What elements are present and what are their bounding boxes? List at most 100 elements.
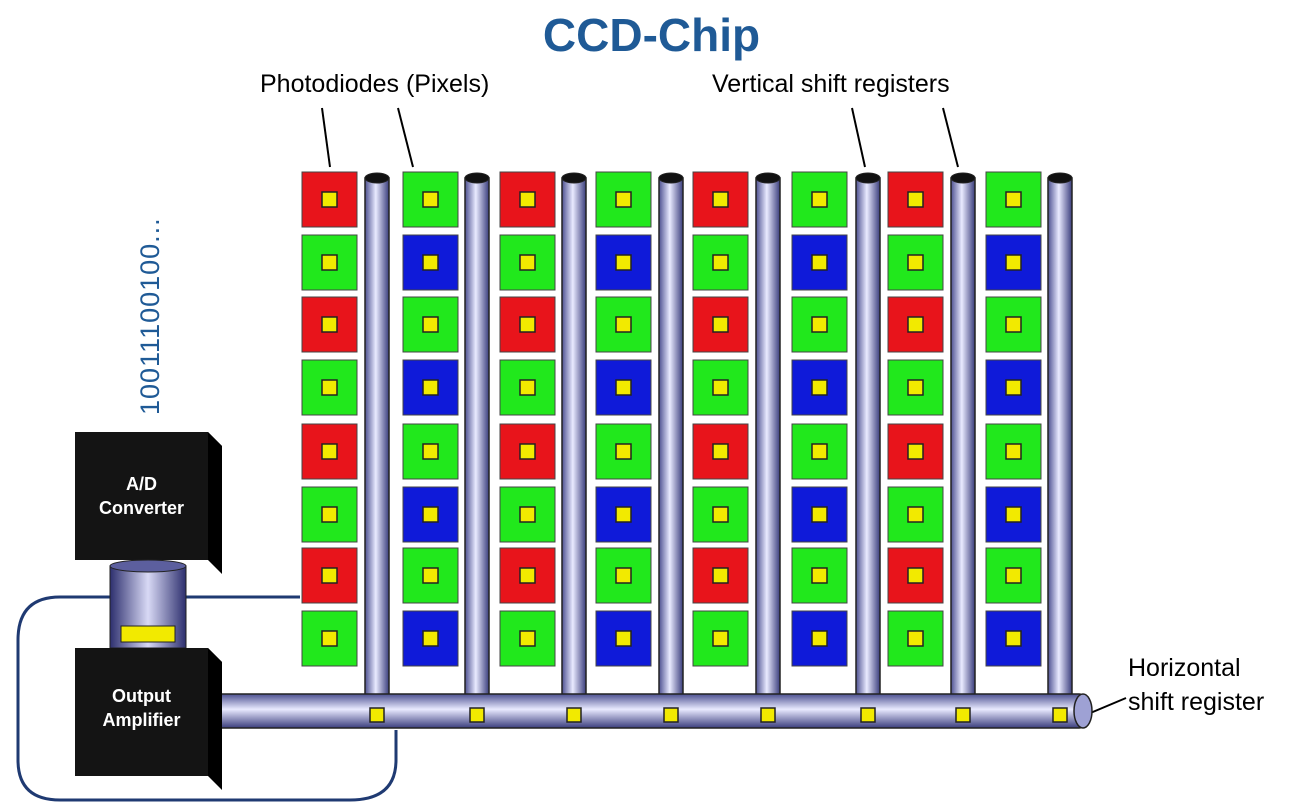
pixel-cell: [692, 171, 749, 228]
pixel-cell: [402, 610, 459, 667]
pixel-cell: [499, 171, 556, 228]
pixel-cell: [692, 547, 749, 604]
output-loop-outline: [16, 595, 398, 802]
pixel-cell: [402, 547, 459, 604]
pixel-cell: [402, 486, 459, 543]
converter-amplifier-connector: [109, 559, 187, 649]
pixel-cell: [402, 359, 459, 416]
photodiodes-label: Photodiodes (Pixels): [260, 70, 490, 98]
vertical-shift-register: [950, 172, 976, 707]
vertical-shift-register: [658, 172, 684, 707]
pixel-cell: [595, 234, 652, 291]
pixel-cell: [887, 296, 944, 353]
pixel-cell: [692, 296, 749, 353]
horizontal-register-pointer: [1087, 697, 1127, 715]
pixel-cell: [791, 234, 848, 291]
pixel-cell: [791, 610, 848, 667]
transfer-gate: [663, 707, 679, 723]
pixel-cell: [985, 171, 1042, 228]
pixel-cell: [301, 359, 358, 416]
vertical-shift-register: [464, 172, 490, 707]
pixel-cell: [692, 423, 749, 480]
pixel-cell: [887, 359, 944, 416]
pixel-cell: [985, 359, 1042, 416]
pixel-cell: [301, 234, 358, 291]
pixel-cell: [692, 359, 749, 416]
pixel-cell: [887, 234, 944, 291]
pixel-cell: [499, 234, 556, 291]
pixel-cell: [402, 296, 459, 353]
pixel-cell: [301, 296, 358, 353]
output-amplifier-label-line1: Output: [112, 686, 171, 706]
pixel-cell: [595, 171, 652, 228]
pixel-grid: [301, 171, 1042, 667]
diagram-title: CCD-Chip: [542, 9, 761, 61]
pixel-cell: [692, 486, 749, 543]
pixel-cell: [791, 547, 848, 604]
photodiode-pointer-1: [321, 107, 331, 168]
pixel-cell: [791, 359, 848, 416]
pixel-cell: [887, 423, 944, 480]
pixel-cell: [499, 296, 556, 353]
pixel-cell: [791, 296, 848, 353]
pixel-cell: [887, 486, 944, 543]
horizontal-shift-register-label-line2: shift register: [1128, 688, 1265, 716]
vertical-shift-registers: [364, 172, 1073, 707]
pixel-cell: [402, 171, 459, 228]
pixel-cell: [985, 296, 1042, 353]
pixel-cell: [791, 171, 848, 228]
pixel-cell: [985, 610, 1042, 667]
vertical-shift-register: [561, 172, 587, 707]
pixel-cell: [985, 234, 1042, 291]
horizontal-shift-register-label-line1: Horizontal: [1128, 654, 1241, 682]
pixel-cell: [402, 423, 459, 480]
pixel-cell: [595, 423, 652, 480]
pixel-cell: [499, 423, 556, 480]
pixel-cell: [985, 423, 1042, 480]
ad-converter-label-line1: A/D: [126, 474, 157, 494]
pixel-cell: [301, 423, 358, 480]
pixel-cell: [595, 486, 652, 543]
pixel-cell: [595, 610, 652, 667]
pixel-cell: [595, 547, 652, 604]
pixel-cell: [301, 547, 358, 604]
pixel-cell: [887, 547, 944, 604]
pixel-cell: [595, 296, 652, 353]
ad-converter-box: [75, 432, 222, 574]
transfer-gates: [369, 707, 1068, 723]
pixel-cell: [887, 171, 944, 228]
transfer-gate: [1052, 707, 1068, 723]
vertical-shift-register: [755, 172, 781, 707]
pixel-cell: [985, 547, 1042, 604]
vertical-shift-register: [855, 172, 881, 707]
pixel-cell: [301, 486, 358, 543]
transfer-gate: [369, 707, 385, 723]
photodiode-pointer-2: [397, 107, 414, 168]
pixel-cell: [499, 610, 556, 667]
pixel-cell: [791, 423, 848, 480]
vertical-register-pointer-1: [851, 107, 866, 168]
transfer-gate: [566, 707, 582, 723]
vertical-shift-registers-label: Vertical shift registers: [712, 70, 950, 98]
pixel-cell: [402, 234, 459, 291]
output-amplifier-box: [75, 648, 222, 790]
vertical-shift-register: [1047, 172, 1073, 707]
pixel-cell: [595, 359, 652, 416]
vertical-shift-register: [364, 172, 390, 707]
transfer-gate: [860, 707, 876, 723]
pixel-cell: [301, 171, 358, 228]
pixel-cell: [985, 486, 1042, 543]
transfer-gate: [469, 707, 485, 723]
transfer-gate: [955, 707, 971, 723]
transfer-gate: [760, 707, 776, 723]
pixel-cell: [499, 547, 556, 604]
pixel-cell: [499, 486, 556, 543]
ad-converter-label-line2: Converter: [98, 498, 185, 518]
pixel-cell: [887, 610, 944, 667]
pixel-cell: [499, 359, 556, 416]
output-amplifier-label-line2: Amplifier: [102, 710, 181, 730]
vertical-register-pointer-2: [942, 107, 959, 168]
pixel-cell: [791, 486, 848, 543]
pixel-cell: [692, 610, 749, 667]
